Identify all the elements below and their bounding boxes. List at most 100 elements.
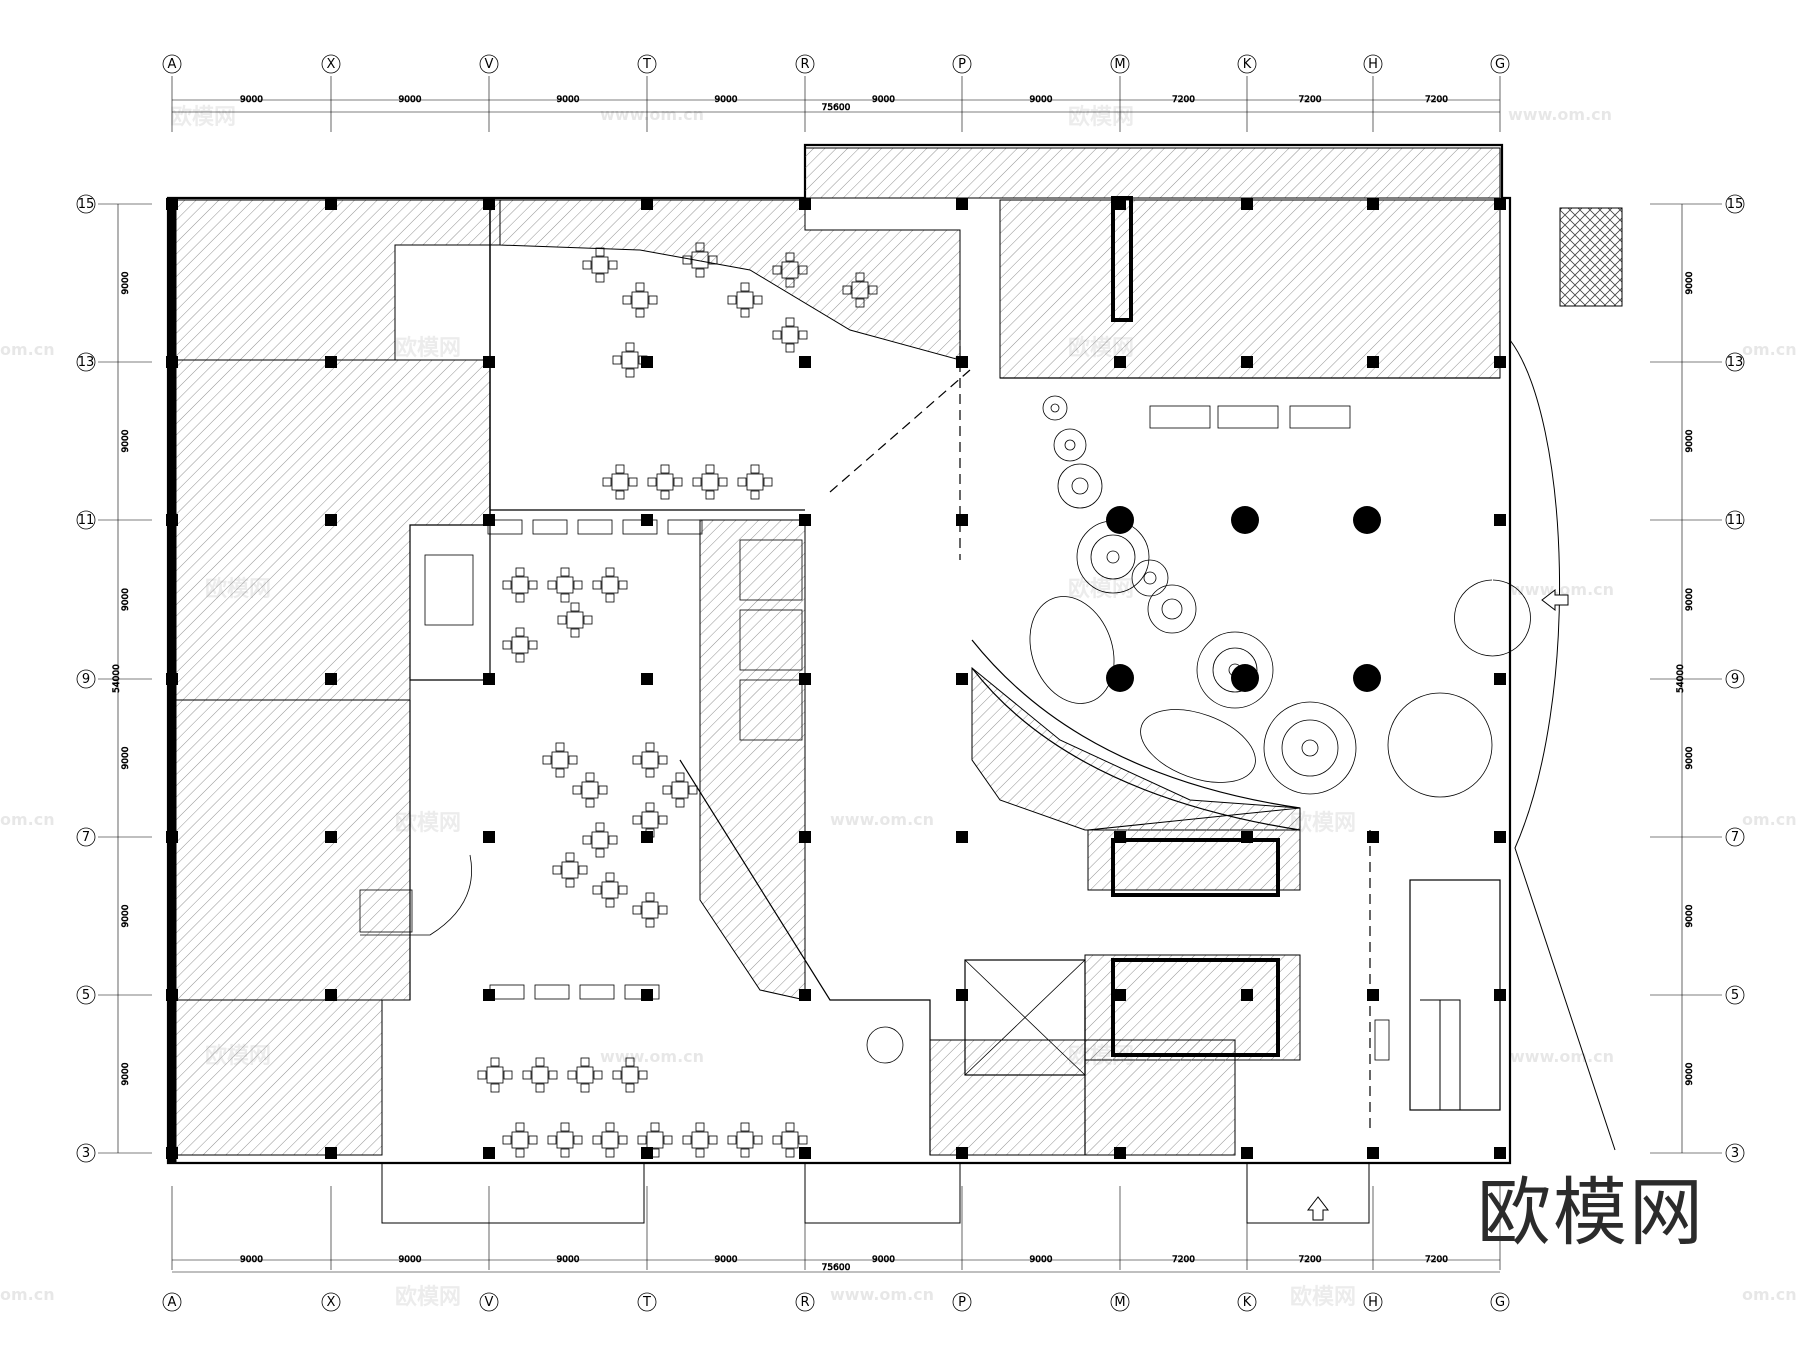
axis-label: A (168, 1295, 177, 1310)
axis-label: G (1495, 57, 1505, 72)
structural-columns (166, 198, 1506, 1159)
chair (608, 260, 618, 270)
structural-column (325, 198, 337, 210)
chair (658, 815, 668, 825)
chair (528, 1135, 538, 1145)
dining-table (621, 1066, 639, 1084)
chair (785, 1122, 795, 1132)
chair (583, 615, 593, 625)
structural-column (325, 514, 337, 526)
chair (502, 640, 512, 650)
axis-label: V (485, 1295, 494, 1310)
dining-table (746, 473, 764, 491)
chair (632, 815, 642, 825)
chair (753, 295, 763, 305)
structural-column (483, 673, 495, 685)
booth-seat (489, 984, 525, 1000)
dim-value: 7200 (1299, 95, 1322, 105)
chair (625, 368, 635, 378)
chair (798, 330, 808, 340)
chair (688, 785, 698, 795)
structural-column (166, 1147, 178, 1159)
chair (592, 1135, 602, 1145)
axis-bubble (637, 1292, 657, 1312)
chair (708, 255, 718, 265)
structural-column (166, 673, 178, 685)
dim-value: 9000 (872, 95, 895, 105)
axis-bubble (1363, 1292, 1383, 1312)
axis-bubble (1725, 827, 1745, 847)
watermark-url: www.om.cn (600, 1047, 704, 1066)
chair (718, 477, 728, 487)
chair (695, 242, 705, 252)
dining-table (851, 281, 869, 299)
structural-column (1367, 989, 1379, 1001)
dim-total: 54000 (1676, 664, 1686, 693)
chair (580, 1057, 590, 1067)
chair (750, 490, 760, 500)
chair (663, 1135, 673, 1145)
watermark-brand: 欧模网 (170, 104, 236, 130)
axis-label: X (327, 57, 336, 72)
chair (650, 1122, 660, 1132)
watermark-brand: 欧模网 (1068, 104, 1134, 130)
chair (608, 835, 618, 845)
structural-column (1494, 1147, 1506, 1159)
structural-column (1241, 356, 1253, 368)
round-table (866, 1026, 904, 1064)
axis-bubble (76, 194, 96, 214)
booth-seat (577, 519, 613, 535)
chair (772, 1135, 782, 1145)
chair (625, 1057, 635, 1067)
dining-table (646, 1131, 664, 1149)
dim-value: 7200 (1172, 95, 1195, 105)
axis-bubble (321, 54, 341, 74)
axis-bubble (952, 1292, 972, 1312)
chair (503, 1070, 513, 1080)
chair (560, 1122, 570, 1132)
chair (578, 865, 588, 875)
chair (515, 653, 525, 663)
chair (618, 885, 628, 895)
dim-total: 75600 (822, 1263, 851, 1273)
chair (572, 785, 582, 795)
dining-table (781, 326, 799, 344)
chair (490, 1083, 500, 1093)
chair (675, 798, 685, 808)
booth-seat (624, 984, 660, 1000)
structural-column (483, 1147, 495, 1159)
dim-value: 9000 (715, 1255, 738, 1265)
chair (750, 464, 760, 474)
chair (552, 865, 562, 875)
structural-column (483, 356, 495, 368)
structural-column (1367, 831, 1379, 843)
chair (740, 1122, 750, 1132)
structural-column (956, 673, 968, 685)
dining-table (581, 781, 599, 799)
dining-table (621, 351, 639, 369)
watermark-url: om.cn (0, 340, 55, 359)
chair (615, 464, 625, 474)
axis-bubble (795, 54, 815, 74)
chair (595, 247, 605, 257)
chair (662, 785, 672, 795)
booth-table (739, 609, 803, 671)
axis-label: R (800, 1295, 809, 1310)
chair (635, 282, 645, 292)
chair (785, 317, 795, 327)
chair (595, 848, 605, 858)
chair (798, 1135, 808, 1145)
chair (638, 1070, 648, 1080)
chair (582, 260, 592, 270)
booth-table (739, 539, 803, 601)
axis-label: G (1495, 1295, 1505, 1310)
watermark-url: www.om.cn (600, 105, 704, 124)
chair (842, 285, 852, 295)
dim-value: 9000 (121, 1062, 131, 1085)
chair (573, 1135, 583, 1145)
booth-seat (532, 519, 568, 535)
chair (660, 490, 670, 500)
axis-bubble (795, 1292, 815, 1312)
chair (753, 1135, 763, 1145)
